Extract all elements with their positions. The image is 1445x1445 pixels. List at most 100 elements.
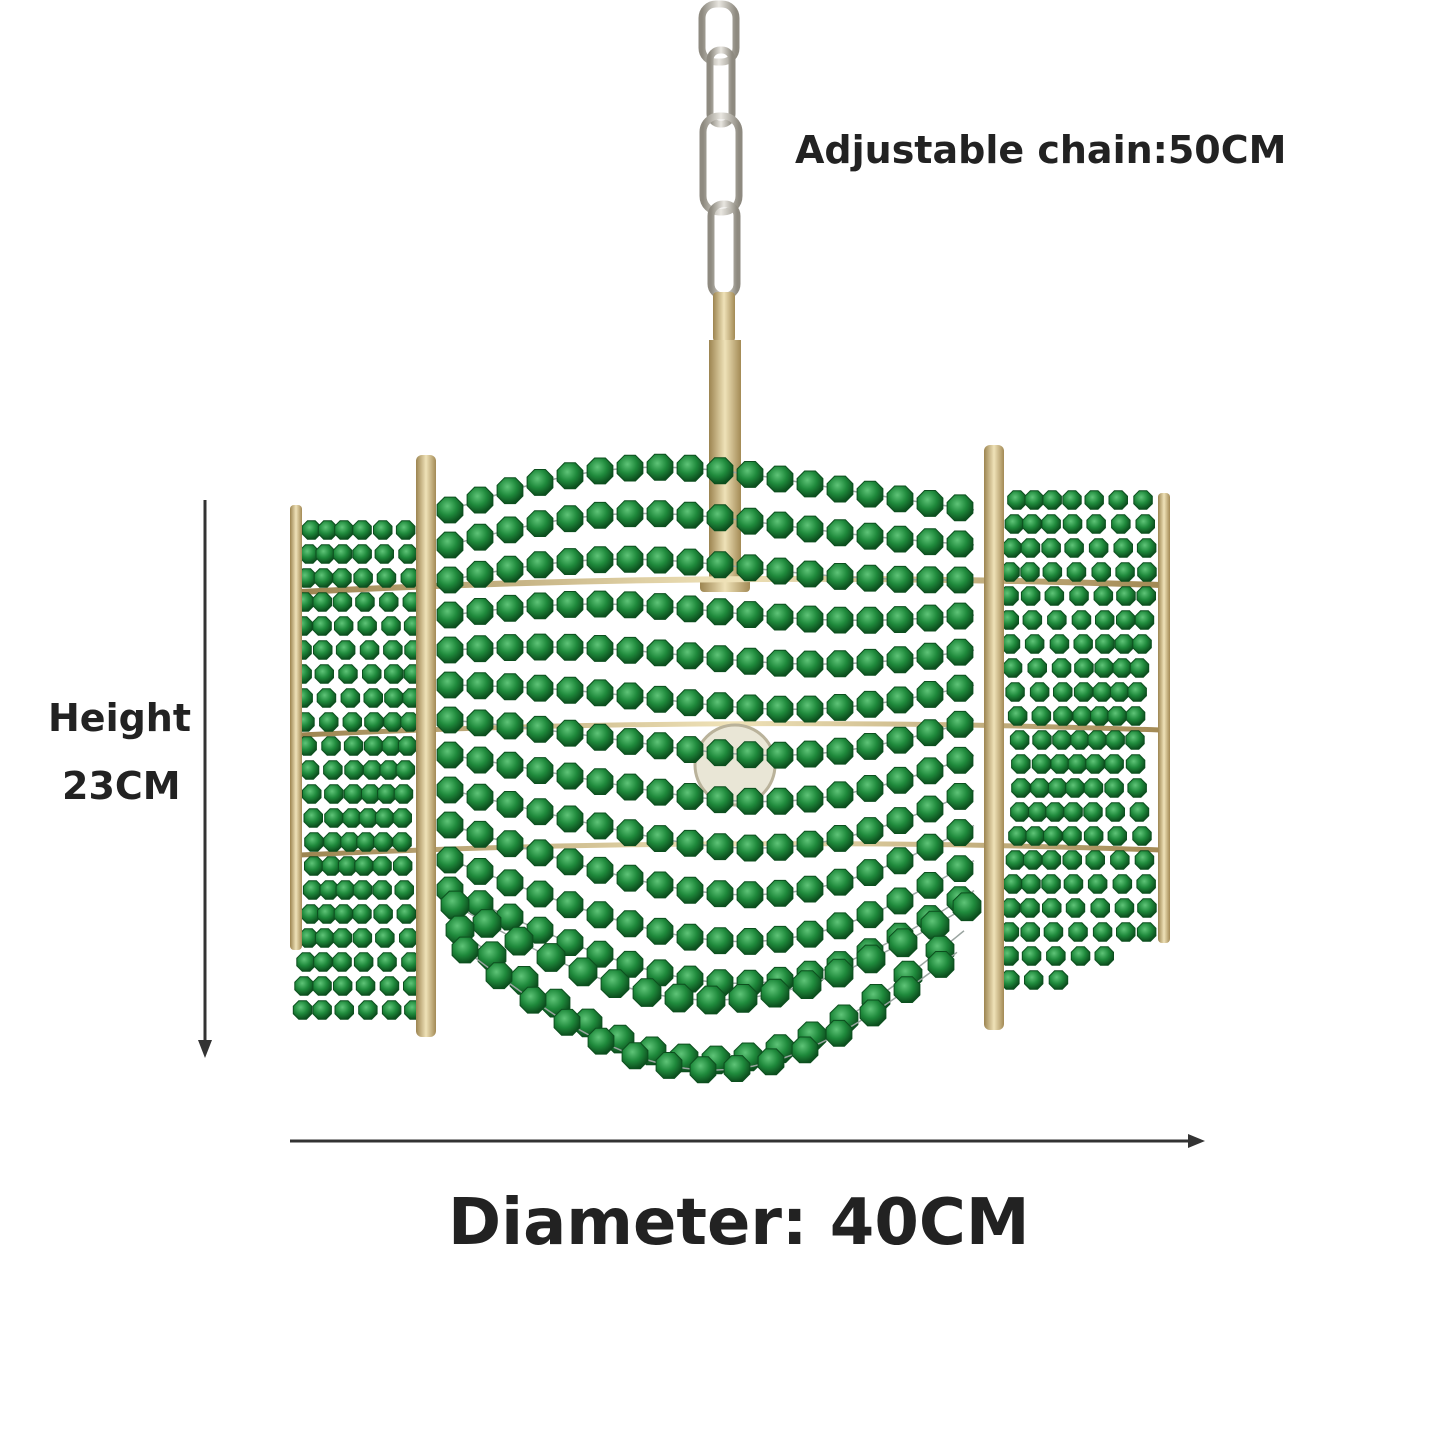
crystal-bead bbox=[757, 1048, 785, 1076]
crystal-bead bbox=[526, 880, 554, 908]
crystal-bead bbox=[586, 901, 614, 929]
crystal-bead bbox=[886, 646, 914, 674]
crystal-bead bbox=[372, 880, 392, 900]
crystal-bead bbox=[526, 757, 554, 784]
crystal-bead bbox=[856, 944, 886, 974]
crystal-bead bbox=[312, 1000, 332, 1020]
crystal-bead bbox=[1083, 802, 1103, 822]
crystal-bead bbox=[1007, 490, 1027, 510]
crystal-bead bbox=[646, 778, 674, 806]
crystal-bead bbox=[321, 856, 342, 876]
crystal-bead bbox=[379, 976, 400, 996]
crystal-bead bbox=[312, 616, 332, 636]
crystal-bead bbox=[856, 859, 884, 886]
crystal-bead bbox=[586, 723, 614, 751]
crystal-bead bbox=[856, 817, 884, 844]
crystal-bead bbox=[796, 920, 824, 948]
crystal-bead bbox=[616, 728, 644, 755]
crystal-bead bbox=[676, 876, 704, 904]
crystal-bead bbox=[632, 978, 662, 1007]
crystal-bead bbox=[736, 601, 764, 628]
crystal-bead bbox=[374, 544, 394, 564]
crystal-bead bbox=[556, 591, 584, 618]
crystal-bead bbox=[916, 566, 944, 594]
crystal-bead bbox=[436, 776, 464, 804]
crystal-bead bbox=[1024, 970, 1044, 990]
crystal-bead bbox=[586, 501, 614, 529]
crystal-bead bbox=[946, 494, 974, 522]
crystal-bead bbox=[616, 454, 644, 482]
crystal-bead bbox=[436, 531, 464, 559]
crystal-bead bbox=[825, 1019, 853, 1047]
crystal-bead bbox=[1049, 634, 1070, 654]
crystal-bead bbox=[792, 970, 822, 999]
crystal-bead bbox=[332, 952, 352, 972]
crystal-bead bbox=[1112, 874, 1133, 894]
crystal-bead bbox=[315, 544, 335, 564]
crystal-bead bbox=[1125, 730, 1145, 750]
crystal-bead bbox=[766, 741, 794, 769]
crystal-bead bbox=[397, 736, 418, 756]
crystal-bead bbox=[796, 560, 824, 588]
crystal-bead bbox=[1137, 898, 1157, 918]
crystal-bead bbox=[696, 985, 726, 1015]
crystal-bead bbox=[436, 636, 464, 664]
crystal-bead bbox=[556, 891, 584, 919]
crystal-bead bbox=[796, 515, 824, 543]
crystal-bead bbox=[1063, 802, 1083, 822]
crystal-bead bbox=[383, 640, 403, 660]
crystal-bead bbox=[616, 819, 644, 847]
crystal-bead bbox=[916, 681, 944, 708]
light-bulb bbox=[693, 723, 777, 807]
crystal-bead bbox=[927, 951, 955, 978]
crystal-bead bbox=[436, 846, 464, 874]
crystal-bead bbox=[1067, 754, 1088, 774]
crystal-bead bbox=[1001, 898, 1021, 918]
crystal-bead bbox=[335, 880, 356, 900]
crystal-bead bbox=[357, 616, 377, 636]
crystal-bead bbox=[496, 594, 524, 622]
crystal-bead bbox=[1003, 874, 1023, 894]
crystal-bead bbox=[824, 958, 854, 988]
crystal-bead bbox=[586, 590, 614, 618]
crystal-bead bbox=[796, 875, 824, 903]
crystal-bead bbox=[333, 976, 353, 996]
crystal-bead bbox=[676, 689, 704, 717]
crystal-bead bbox=[526, 551, 554, 579]
crystal-bead bbox=[1072, 706, 1092, 726]
crystal-bead bbox=[355, 592, 375, 612]
crystal-bead bbox=[1116, 586, 1136, 606]
crystal-bead bbox=[302, 784, 322, 804]
crystal-bead bbox=[1084, 490, 1104, 510]
crystal-bead bbox=[372, 856, 392, 876]
crystal-bead bbox=[373, 520, 393, 540]
crystal-bead bbox=[1051, 658, 1072, 678]
crystal-bead bbox=[1113, 538, 1133, 558]
crystal-bead bbox=[302, 880, 323, 900]
crystal-bead bbox=[886, 766, 914, 794]
crystal-bead bbox=[856, 648, 884, 676]
crystal-bead bbox=[496, 791, 524, 818]
crystal-bead bbox=[314, 664, 334, 684]
crystal-bead bbox=[706, 927, 734, 955]
crystal-bead bbox=[1042, 898, 1062, 918]
crystal-bead bbox=[952, 892, 982, 922]
crystal-bead bbox=[916, 719, 944, 747]
crystal-bead bbox=[1066, 562, 1087, 582]
crystal-bead bbox=[856, 775, 884, 802]
crystal-bead bbox=[796, 605, 824, 633]
crystal-bead bbox=[1043, 922, 1064, 942]
crystal-bead bbox=[398, 544, 418, 564]
crystal-bead bbox=[766, 695, 794, 723]
crystal-bead bbox=[760, 978, 790, 1008]
crystal-bead bbox=[1110, 850, 1130, 870]
crystal-bead bbox=[586, 457, 614, 485]
crystal-bead bbox=[587, 1027, 615, 1055]
crystal-bead bbox=[676, 454, 704, 482]
crystal-bead bbox=[616, 591, 644, 619]
crystal-bead bbox=[436, 741, 464, 769]
crystal-bead bbox=[1137, 562, 1157, 582]
crystal-bead bbox=[1030, 778, 1050, 798]
crystal-bead bbox=[556, 462, 584, 490]
crystal-bead bbox=[362, 664, 382, 684]
